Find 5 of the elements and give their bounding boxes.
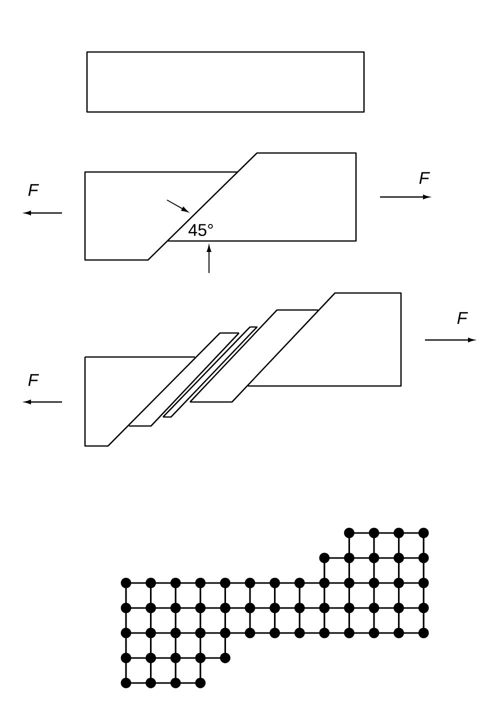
force-label: F bbox=[457, 312, 468, 324]
force-label: F bbox=[419, 172, 430, 184]
force-label: F bbox=[28, 374, 39, 386]
angle-label: 45° bbox=[188, 224, 213, 236]
force-label: F bbox=[28, 184, 39, 196]
